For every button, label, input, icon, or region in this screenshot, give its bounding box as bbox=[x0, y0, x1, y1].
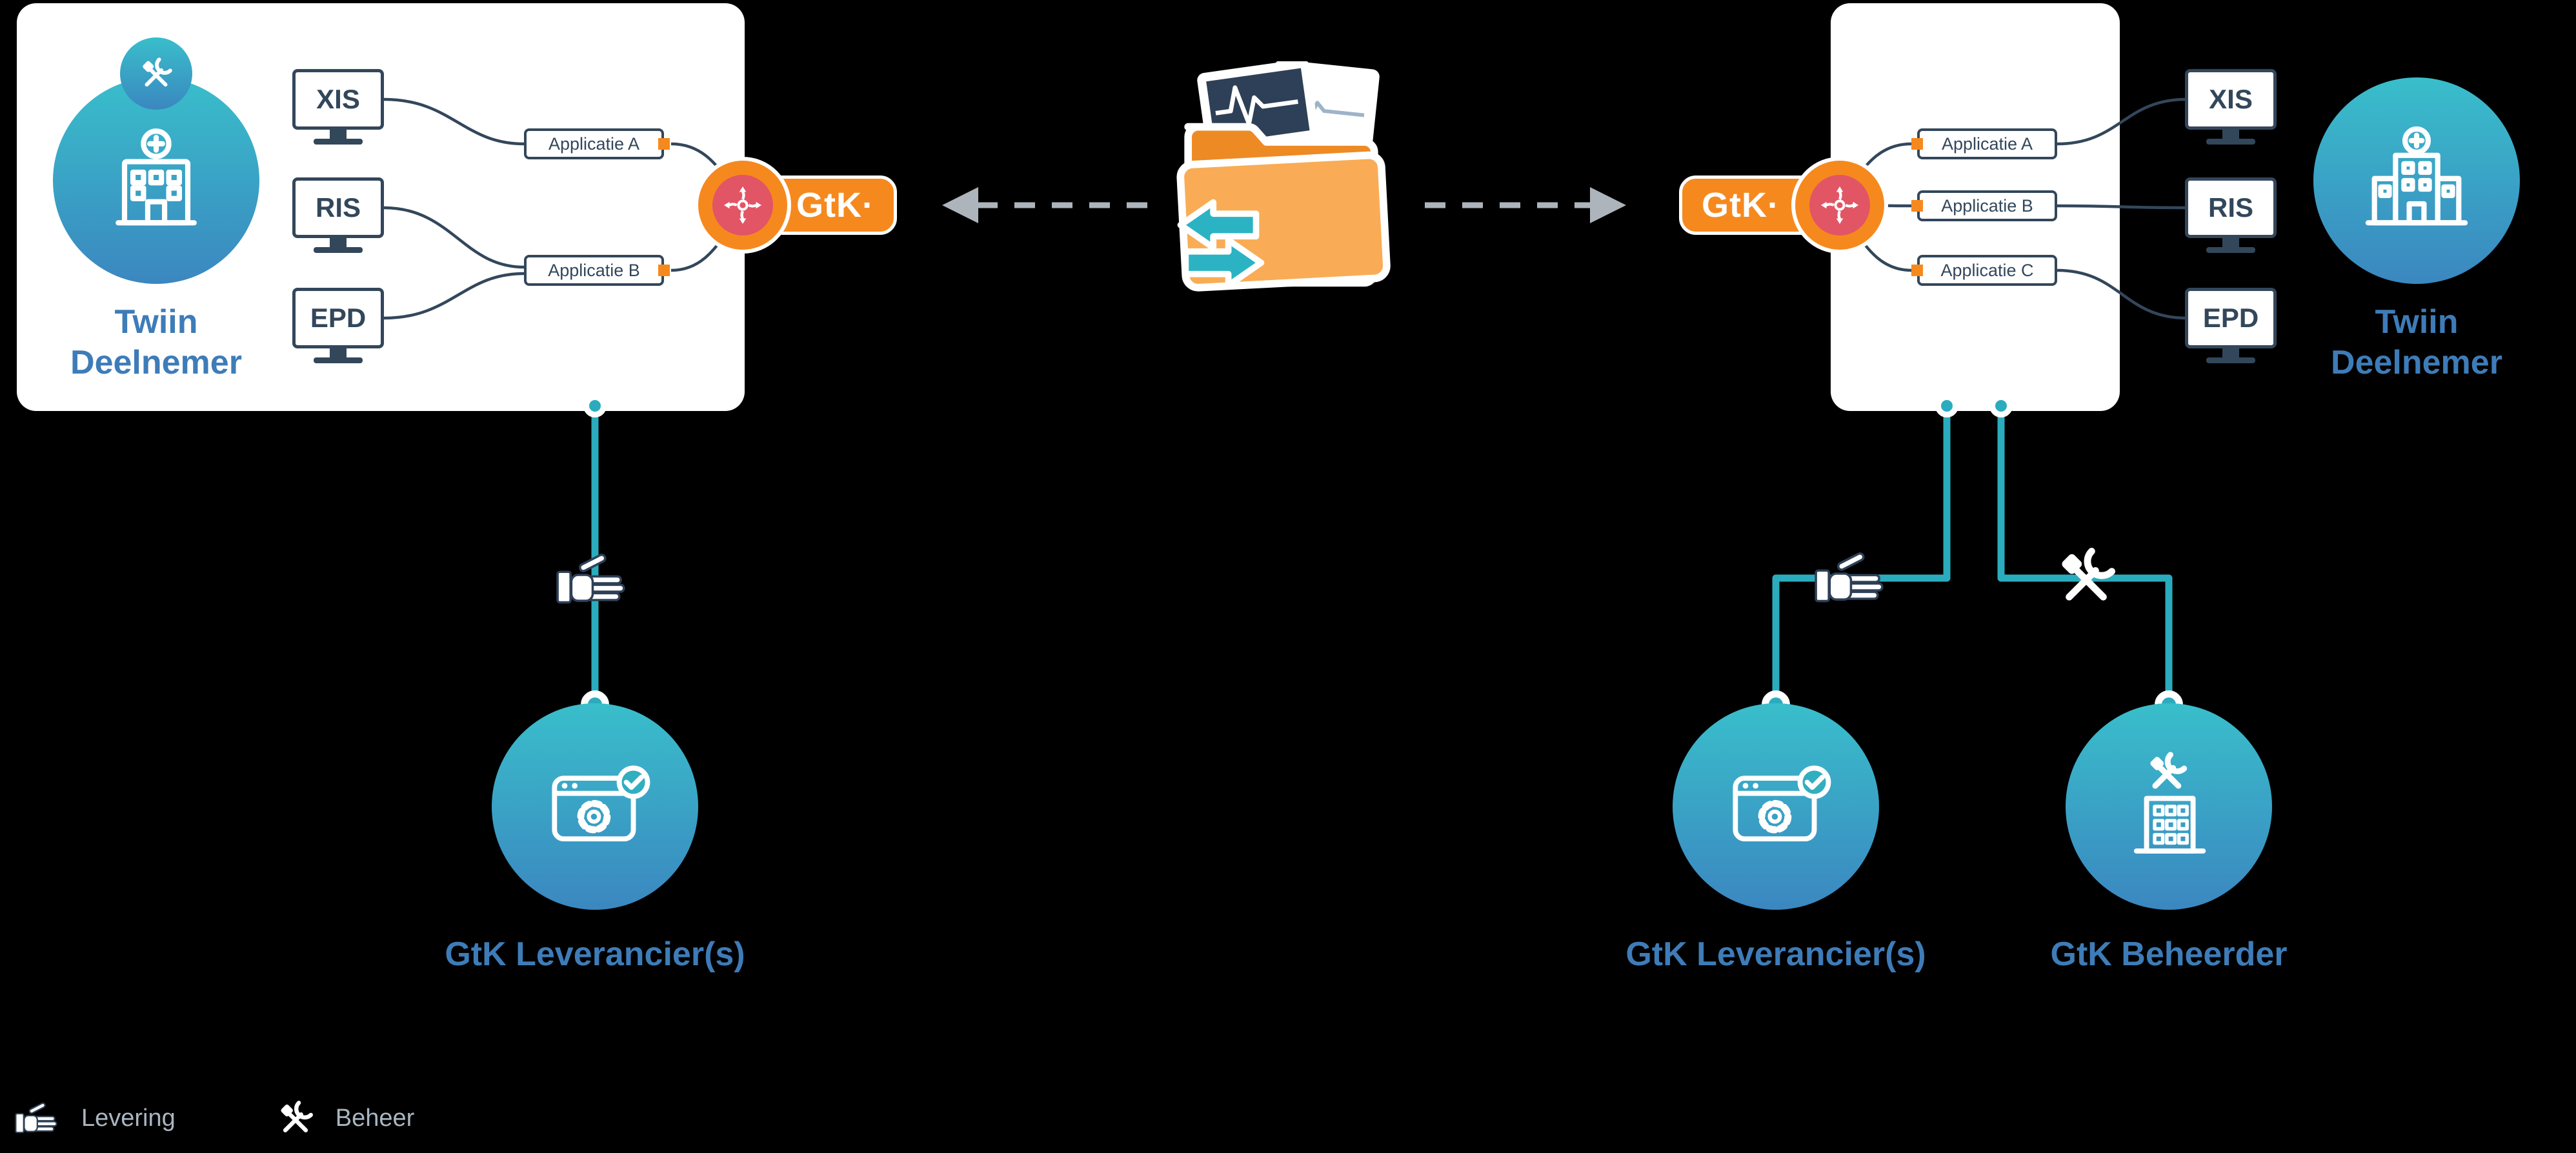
monitor-stand bbox=[2222, 238, 2239, 247]
monitor-label: RIS bbox=[292, 177, 384, 238]
wire-appC-epd-right bbox=[2057, 268, 2187, 320]
legend-delivery-label: Levering bbox=[81, 1104, 176, 1132]
monitor-stand-base bbox=[314, 357, 363, 363]
wire-xis-appA-left bbox=[383, 97, 525, 146]
left-supplier-circle bbox=[492, 703, 698, 910]
wire-epd-appB-left bbox=[383, 272, 525, 320]
monitor-epd-left: EPD bbox=[292, 288, 384, 363]
monitor-stand-base bbox=[314, 139, 363, 145]
monitor-stand-base bbox=[2206, 247, 2255, 253]
gtk-hub-right bbox=[1791, 157, 1888, 254]
wire-appB-ris-right bbox=[2057, 204, 2187, 210]
connector-port-icon bbox=[1911, 200, 1923, 212]
right-participant-circle bbox=[2313, 77, 2520, 284]
monitor-xis-left: XIS bbox=[292, 69, 384, 145]
legend: Levering Beheer bbox=[13, 1092, 414, 1145]
delivery-marker-left bbox=[553, 542, 637, 619]
crossed-tools-icon bbox=[2062, 548, 2115, 601]
monitor-label: XIS bbox=[292, 69, 384, 130]
management-marker-right bbox=[2048, 538, 2125, 619]
monitor-label: RIS bbox=[2185, 177, 2277, 238]
offering-hand-icon bbox=[556, 554, 625, 604]
data-exchange-folder bbox=[1168, 59, 1420, 329]
gtk-hub-inner bbox=[712, 175, 773, 236]
application-box-a-right: Applicatie A bbox=[1911, 128, 2057, 159]
monitor-stand-base bbox=[314, 247, 363, 253]
application-label: Applicatie A bbox=[1941, 134, 2033, 154]
monitor-label: XIS bbox=[2185, 69, 2277, 130]
monitor-stand bbox=[330, 130, 347, 139]
monitor-stand bbox=[2222, 130, 2239, 139]
application-box-a-left: Applicatie A bbox=[524, 128, 670, 159]
offering-hand-icon bbox=[1815, 552, 1884, 603]
left-participant-circle bbox=[53, 77, 259, 284]
application-label: Applicatie A bbox=[548, 134, 640, 154]
wire-appA-xis-right bbox=[2057, 97, 2187, 146]
delivery-marker-right bbox=[1811, 541, 1895, 618]
hospital-icon bbox=[2365, 126, 2468, 226]
card-port-node bbox=[583, 394, 607, 417]
admin-label: GtK Beheerder bbox=[2050, 936, 2288, 973]
legend-management-label: Beheer bbox=[335, 1104, 415, 1132]
right-participant-label: Twiin Deelnemer bbox=[2331, 303, 2502, 382]
dashed-arrow-right bbox=[1425, 187, 1626, 223]
left-management-badge bbox=[120, 37, 192, 110]
monitor-xis-right: XIS bbox=[2185, 69, 2277, 145]
offering-hand-icon bbox=[15, 1102, 57, 1134]
admin-circle bbox=[2066, 703, 2272, 910]
monitor-stand-base bbox=[2206, 357, 2255, 363]
right-supplier-label: GtK Leverancier(s) bbox=[1625, 936, 1926, 973]
card-port-node bbox=[1935, 394, 1958, 417]
monitor-stand bbox=[330, 238, 347, 247]
left-participant-label: Twiin Deelnemer bbox=[70, 303, 242, 382]
application-box-b-right: Applicatie B bbox=[1911, 190, 2057, 221]
monitor-label: EPD bbox=[2185, 288, 2277, 348]
connector-port-icon bbox=[1911, 265, 1923, 276]
application-label: Applicatie C bbox=[1940, 260, 2034, 280]
sync-arrows-icon bbox=[1820, 186, 1859, 225]
building-tools-icon bbox=[2133, 752, 2206, 854]
connector-port-icon bbox=[1911, 138, 1923, 150]
gtk-logo-text: GtK· bbox=[1702, 186, 1780, 225]
gtk-hub-left bbox=[694, 157, 791, 254]
connector-port-icon bbox=[658, 265, 670, 276]
monitor-epd-right: EPD bbox=[2185, 288, 2277, 363]
crossed-tools-icon bbox=[143, 57, 172, 87]
wire-ris-appB-left bbox=[383, 206, 525, 269]
browser-gear-check-icon bbox=[1733, 765, 1831, 842]
monitor-ris-right: RIS bbox=[2185, 177, 2277, 253]
hospital-icon bbox=[116, 128, 197, 226]
right-supplier-circle bbox=[1673, 703, 1879, 910]
monitor-stand-base bbox=[2206, 139, 2255, 145]
crossed-tools-icon bbox=[281, 1101, 313, 1132]
monitor-ris-left: RIS bbox=[292, 177, 384, 253]
application-label: Applicatie B bbox=[1941, 196, 2033, 216]
application-box-c-right: Applicatie C bbox=[1911, 255, 2057, 286]
left-supplier-label: GtK Leverancier(s) bbox=[445, 936, 745, 973]
application-box-b-left: Applicatie B bbox=[524, 255, 670, 286]
application-label: Applicatie B bbox=[548, 260, 640, 280]
card-port-node bbox=[1989, 394, 2013, 417]
dashed-arrow-left bbox=[942, 187, 1158, 223]
folder-exchange-icon bbox=[1176, 59, 1391, 292]
sync-arrows-icon bbox=[723, 186, 762, 225]
monitor-stand bbox=[330, 348, 347, 357]
gtk-hub-inner bbox=[1809, 175, 1870, 236]
monitor-stand bbox=[2222, 348, 2239, 357]
monitor-label: EPD bbox=[292, 288, 384, 348]
browser-gear-check-icon bbox=[552, 765, 650, 842]
gtk-logo-text: GtK· bbox=[796, 186, 874, 225]
connector-port-icon bbox=[658, 138, 670, 150]
